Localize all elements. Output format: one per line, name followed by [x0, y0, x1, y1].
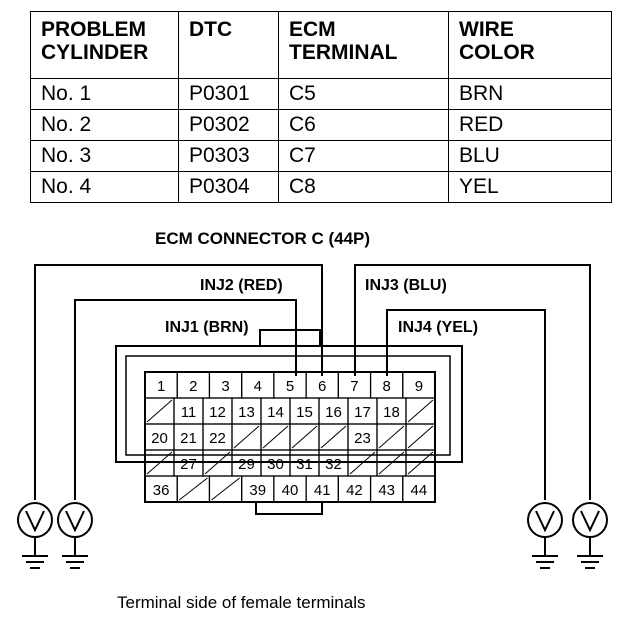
- label-inj2: INJ2 (RED): [200, 277, 283, 294]
- terminal-number: 30: [267, 456, 284, 473]
- header-line: COLOR: [459, 41, 535, 65]
- terminal-number: 13: [238, 404, 255, 421]
- empty-terminal-slash: [262, 425, 289, 449]
- terminal-number: 4: [254, 378, 262, 395]
- terminal-number: 39: [249, 482, 266, 499]
- cell-terminal: C5: [278, 78, 449, 110]
- terminal-number: 22: [209, 430, 226, 447]
- dtc-table: PROBLEM CYLINDER DTC ECM TERMINAL WIRE C…: [30, 11, 612, 203]
- header-line: CYLINDER: [41, 41, 149, 65]
- connector-lock-tab: [259, 329, 321, 347]
- terminal-cell: [402, 475, 436, 503]
- label-inj3: INJ3 (BLU): [365, 277, 447, 294]
- terminal-number: 14: [267, 404, 284, 421]
- empty-terminal-slash: [378, 425, 405, 449]
- table-header-row: PROBLEM CYLINDER DTC ECM TERMINAL WIRE C…: [30, 11, 612, 79]
- header-line: DTC: [189, 18, 233, 41]
- table-row: No. 3 P0303 C7 BLU: [30, 140, 612, 172]
- terminal-number: 27: [180, 456, 197, 473]
- terminal-number: 18: [383, 404, 400, 421]
- label-inj1: INJ1 (BRN): [165, 319, 249, 336]
- wire-inj1: [74, 299, 297, 500]
- label-inj4: INJ4 (YEL): [398, 319, 478, 336]
- terminal-number: 3: [221, 378, 229, 395]
- empty-terminal-slash: [349, 451, 376, 475]
- cell-terminal: C8: [278, 171, 449, 203]
- header-line: TERMINAL: [289, 41, 398, 65]
- wire-inj2: [34, 264, 323, 500]
- header-line: WIRE: [459, 18, 514, 41]
- header-wire-color: WIRE COLOR: [448, 11, 612, 79]
- cell-cylinder: No. 1: [30, 78, 179, 110]
- terminal-number: 11: [181, 404, 197, 421]
- empty-terminal-slash: [146, 399, 173, 423]
- empty-terminal-slash: [178, 477, 208, 501]
- footer-caption: Terminal side of female terminals: [117, 593, 365, 612]
- connector-bottom-tab: [255, 501, 323, 515]
- terminal-number: 6: [318, 378, 326, 395]
- empty-terminal-slash: [407, 399, 434, 423]
- terminal-number: 29: [238, 456, 255, 473]
- empty-terminal-slash: [378, 451, 405, 475]
- terminal-number: 31: [296, 456, 313, 473]
- terminal-number: 41: [314, 482, 331, 499]
- wire-inj3: [354, 264, 591, 500]
- terminal-number: 17: [354, 404, 371, 421]
- empty-terminal-slash: [291, 425, 318, 449]
- empty-terminal-slash: [211, 477, 240, 501]
- cell-cylinder: No. 2: [30, 109, 179, 141]
- terminal-number: 15: [296, 404, 313, 421]
- cell-wire-color: BLU: [448, 140, 612, 172]
- table-row: No. 2 P0302 C6 RED: [30, 109, 612, 141]
- cell-cylinder: No. 4: [30, 171, 179, 203]
- terminal-number: 9: [415, 378, 423, 395]
- terminal-number: 44: [411, 482, 428, 499]
- terminal-number: 16: [325, 404, 342, 421]
- header-ecm-terminal: ECM TERMINAL: [278, 11, 449, 79]
- header-line: PROBLEM: [41, 18, 146, 41]
- empty-terminal-slash: [233, 425, 260, 449]
- terminal-number: 40: [282, 482, 299, 499]
- table-row: No. 1 P0301 C5 BRN: [30, 78, 612, 110]
- cell-terminal: C6: [278, 109, 449, 141]
- cell-dtc: P0301: [178, 78, 279, 110]
- header-problem-cylinder: PROBLEM CYLINDER: [30, 11, 179, 79]
- empty-terminal-slash: [204, 451, 231, 475]
- cell-cylinder: No. 3: [30, 140, 179, 172]
- cell-wire-color: RED: [448, 109, 612, 141]
- empty-terminal-slash: [146, 451, 173, 475]
- terminal-number: 12: [209, 404, 226, 421]
- header-dtc: DTC: [178, 11, 279, 79]
- terminal-number: 43: [378, 482, 395, 499]
- terminal-number: 7: [350, 378, 358, 395]
- terminal-number: 23: [354, 430, 371, 447]
- voltmeter-icon: [527, 502, 563, 569]
- voltmeter-icon: [57, 502, 93, 569]
- connector-inner-shell: [125, 355, 451, 456]
- terminal-number: 36: [153, 482, 170, 499]
- connector-outer-shell: [115, 345, 463, 463]
- cell-dtc: P0304: [178, 171, 279, 203]
- cell-terminal: C7: [278, 140, 449, 172]
- connector-title: ECM CONNECTOR C (44P): [155, 229, 370, 248]
- terminal-number: 5: [286, 378, 294, 395]
- wire-inj4: [386, 309, 546, 500]
- terminal-number: 2: [189, 378, 197, 395]
- terminal-number: 42: [346, 482, 363, 499]
- cell-wire-color: YEL: [448, 171, 612, 203]
- terminal-number: 8: [382, 378, 390, 395]
- header-line: ECM: [289, 18, 336, 41]
- empty-terminal-slash: [320, 425, 347, 449]
- voltmeter-icon: [17, 502, 53, 569]
- table-row: No. 4 P0304 C8 YEL: [30, 171, 612, 203]
- terminal-number: 21: [180, 430, 197, 447]
- voltmeter-icon: [572, 502, 608, 569]
- terminal-number: 1: [157, 378, 165, 395]
- terminal-number: 20: [151, 430, 168, 447]
- empty-terminal-slash: [407, 425, 434, 449]
- empty-terminal-slash: [407, 451, 434, 475]
- terminal-number: 32: [325, 456, 342, 473]
